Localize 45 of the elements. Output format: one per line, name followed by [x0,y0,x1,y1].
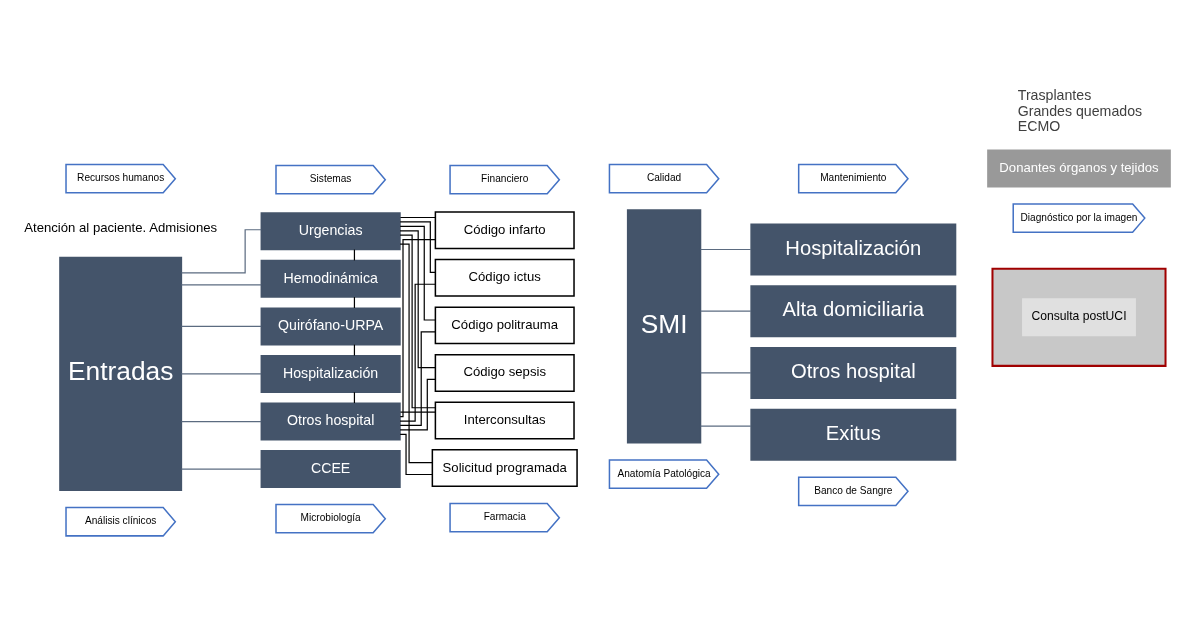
node-label: Trasplantes [1017,86,1092,103]
node-box: Solicitud programada [431,448,578,487]
node-box: SMI [626,208,702,444]
label: Atención al paciente. Admisiones [24,219,218,235]
connector [180,468,262,470]
node-box: Código politrauma [434,305,575,344]
node-box: Donantes órganos y tejidos [987,149,1171,187]
connector [399,283,436,422]
connector [699,424,752,427]
connector [399,378,436,430]
connector [399,225,436,321]
node-box: Hemodinámica [260,259,401,298]
connector [399,330,436,426]
connector [180,325,262,327]
node-label: ECMO [1017,117,1061,134]
connector [399,433,433,475]
node-box: Hospitalización [750,222,957,276]
connector [180,420,262,422]
node-box: Código sepsis [434,353,575,392]
node-box: Quirófano-URPA [260,306,401,345]
node-box: Entradas [59,256,183,491]
node-box: Otros hospital [260,402,401,440]
node-box: Exitus [750,408,957,461]
connector [699,371,752,374]
node-box: Urgencias [260,211,401,250]
node-box: Consulta postUCI [1022,297,1136,336]
node-box: CCEE [260,449,401,488]
node-label: Grandes quemados [1017,102,1143,119]
node-box: Otros hospital [750,346,957,399]
connector [180,228,262,273]
connector [399,216,436,218]
connector [399,242,433,463]
node-box: Código infarto [434,210,575,249]
cluster [991,267,1167,367]
node-box: Interconsultas [434,401,575,439]
node-box: Hospitalización [260,354,401,393]
connector [399,411,436,413]
connector [180,372,262,375]
node-box: Alta domiciliaria [750,284,957,337]
connector [180,283,262,285]
connector [699,310,752,312]
node-box: Código ictus [434,258,575,297]
connector [399,229,436,368]
connector [399,220,436,273]
connector [699,248,752,250]
